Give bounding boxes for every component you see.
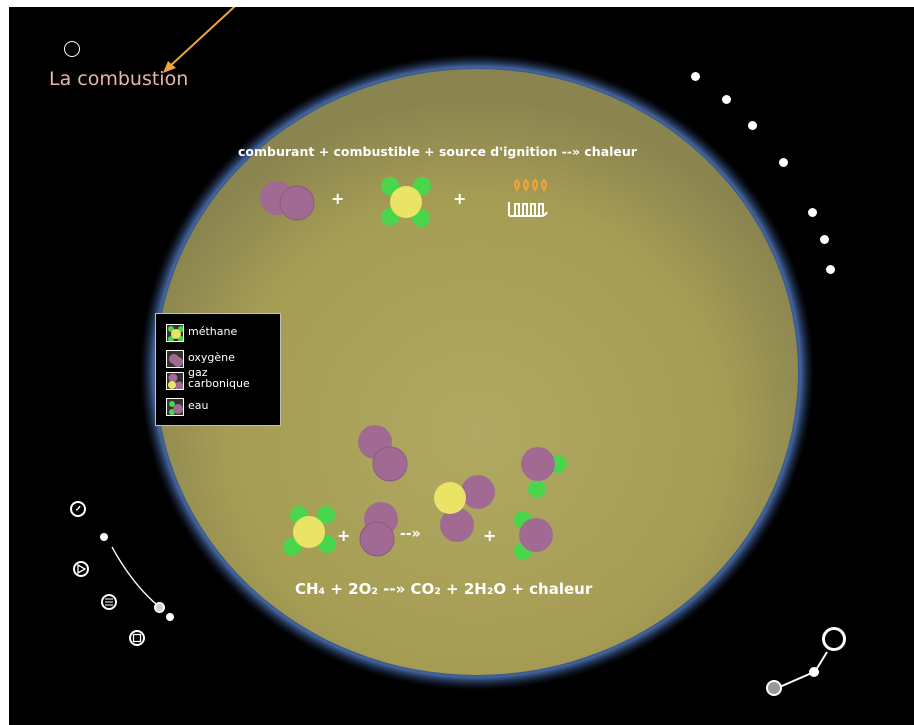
legend-label: oxygène	[188, 351, 235, 364]
legend-label: eau	[188, 399, 209, 412]
tool-dot[interactable]	[100, 533, 108, 541]
co2-molecule-icon	[166, 372, 184, 390]
hamburger-icon[interactable]	[101, 594, 117, 610]
nav-dot[interactable]	[820, 235, 829, 244]
stage: La combustion comburant + combustible + …	[9, 7, 914, 725]
top-molecules	[260, 177, 548, 227]
legend-panel: méthane oxygène gaz carbonique eau	[155, 313, 281, 426]
square-icon[interactable]	[129, 630, 145, 646]
slider-track	[111, 546, 163, 610]
page-title: La combustion	[49, 68, 189, 90]
methane-molecule-icon	[283, 506, 336, 556]
bottom-arrow: --»	[400, 526, 421, 542]
nav-dot[interactable]	[779, 158, 788, 167]
flame-comb-icon	[508, 178, 548, 217]
water-molecule-icon	[521, 447, 567, 498]
nav-dot[interactable]	[691, 72, 700, 81]
formula: CH₄ + 2O₂ --» CO₂ + 2H₂O + chaleur	[295, 580, 593, 598]
zoom-dot[interactable]	[809, 667, 819, 677]
slider-handle[interactable]	[154, 602, 165, 613]
methane-molecule-icon	[166, 324, 184, 342]
clock-icon[interactable]	[70, 501, 86, 517]
methane-molecule-icon	[381, 177, 431, 227]
zoom-handle[interactable]	[766, 680, 782, 696]
oxygen-molecule-icon	[260, 181, 315, 221]
zoom-in-button[interactable]	[822, 627, 846, 651]
title-circle-icon[interactable]	[64, 41, 80, 57]
oxygen-molecule-icon	[166, 350, 184, 368]
top-plus-1: +	[331, 189, 345, 208]
oxygen-molecule-icon	[358, 425, 408, 482]
nav-dot[interactable]	[748, 121, 757, 130]
tool-dot[interactable]	[166, 613, 174, 621]
bottom-plus-1: +	[337, 526, 351, 545]
bottom-plus-2: +	[483, 526, 497, 545]
nav-dot[interactable]	[808, 208, 817, 217]
nav-dot[interactable]	[826, 265, 835, 274]
nav-dot[interactable]	[722, 95, 731, 104]
play-triangle-icon[interactable]	[73, 561, 89, 577]
legend-label: gaz carbonique	[188, 366, 250, 390]
bottom-molecules	[283, 425, 567, 560]
water-molecule-icon	[514, 511, 553, 560]
top-plus-2: +	[453, 189, 467, 208]
pointer-arrow-icon	[163, 7, 236, 73]
legend-label: méthane	[188, 325, 238, 338]
co2-molecule-icon	[434, 475, 495, 542]
oxygen-molecule-icon	[359, 502, 398, 557]
water-molecule-icon	[166, 398, 184, 416]
top-equation: comburant + combustible + source d'ignit…	[238, 144, 637, 159]
